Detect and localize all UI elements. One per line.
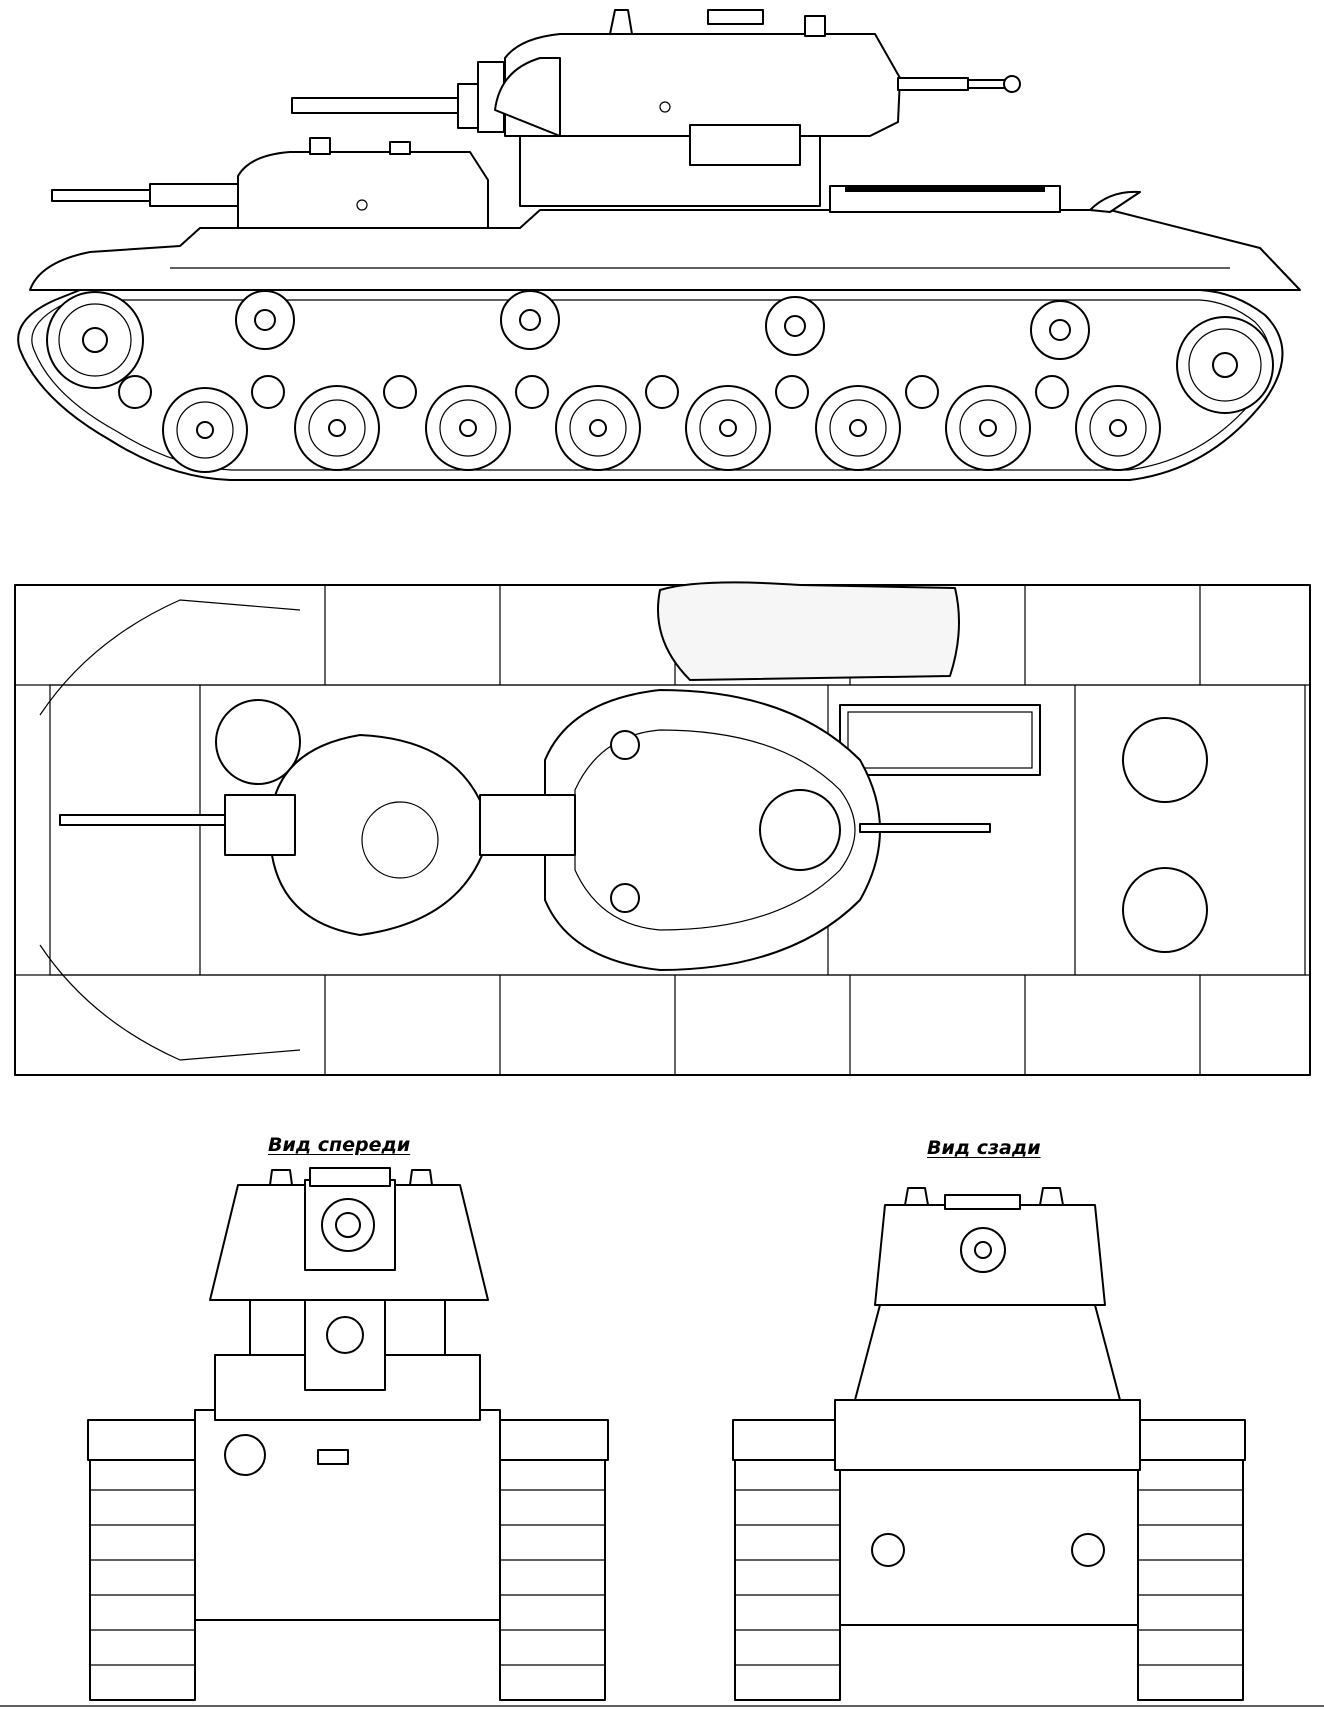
- front-right-track: [499, 1454, 606, 1701]
- suspension-bogies: [118, 375, 1069, 409]
- tarpaulin-bundle: [657, 581, 960, 681]
- front-left-track: [89, 1454, 196, 1701]
- front-turret: [237, 151, 489, 233]
- return-rollers: [235, 290, 1090, 360]
- drive-sprocket: [1176, 316, 1274, 414]
- rear-right-track: [1137, 1454, 1244, 1701]
- rear-turret-body: [854, 1304, 1121, 1401]
- tow-cable: [39, 599, 301, 716]
- rear-view: [732, 1187, 1246, 1701]
- rear-view-caption: Вид сзади: [927, 1137, 1041, 1159]
- rear-machine-gun: [897, 75, 1021, 93]
- engine-grille: [839, 704, 1041, 776]
- road-wheels: [162, 385, 1161, 473]
- front-view: [87, 1167, 609, 1701]
- front-view-caption: Вид спереди: [268, 1134, 411, 1156]
- upper-turret: [504, 33, 901, 137]
- main-gun-mantlet: [457, 83, 481, 129]
- side-view: [17, 9, 1301, 481]
- top-view: [14, 581, 1311, 1076]
- rear-left-track: [734, 1454, 841, 1701]
- rear-hatch: [1122, 717, 1208, 803]
- driver-hatch: [215, 699, 301, 785]
- track: [17, 289, 1284, 481]
- hull: [29, 209, 1301, 291]
- main-gun-barrel: [291, 97, 461, 114]
- idler-wheel: [46, 291, 144, 389]
